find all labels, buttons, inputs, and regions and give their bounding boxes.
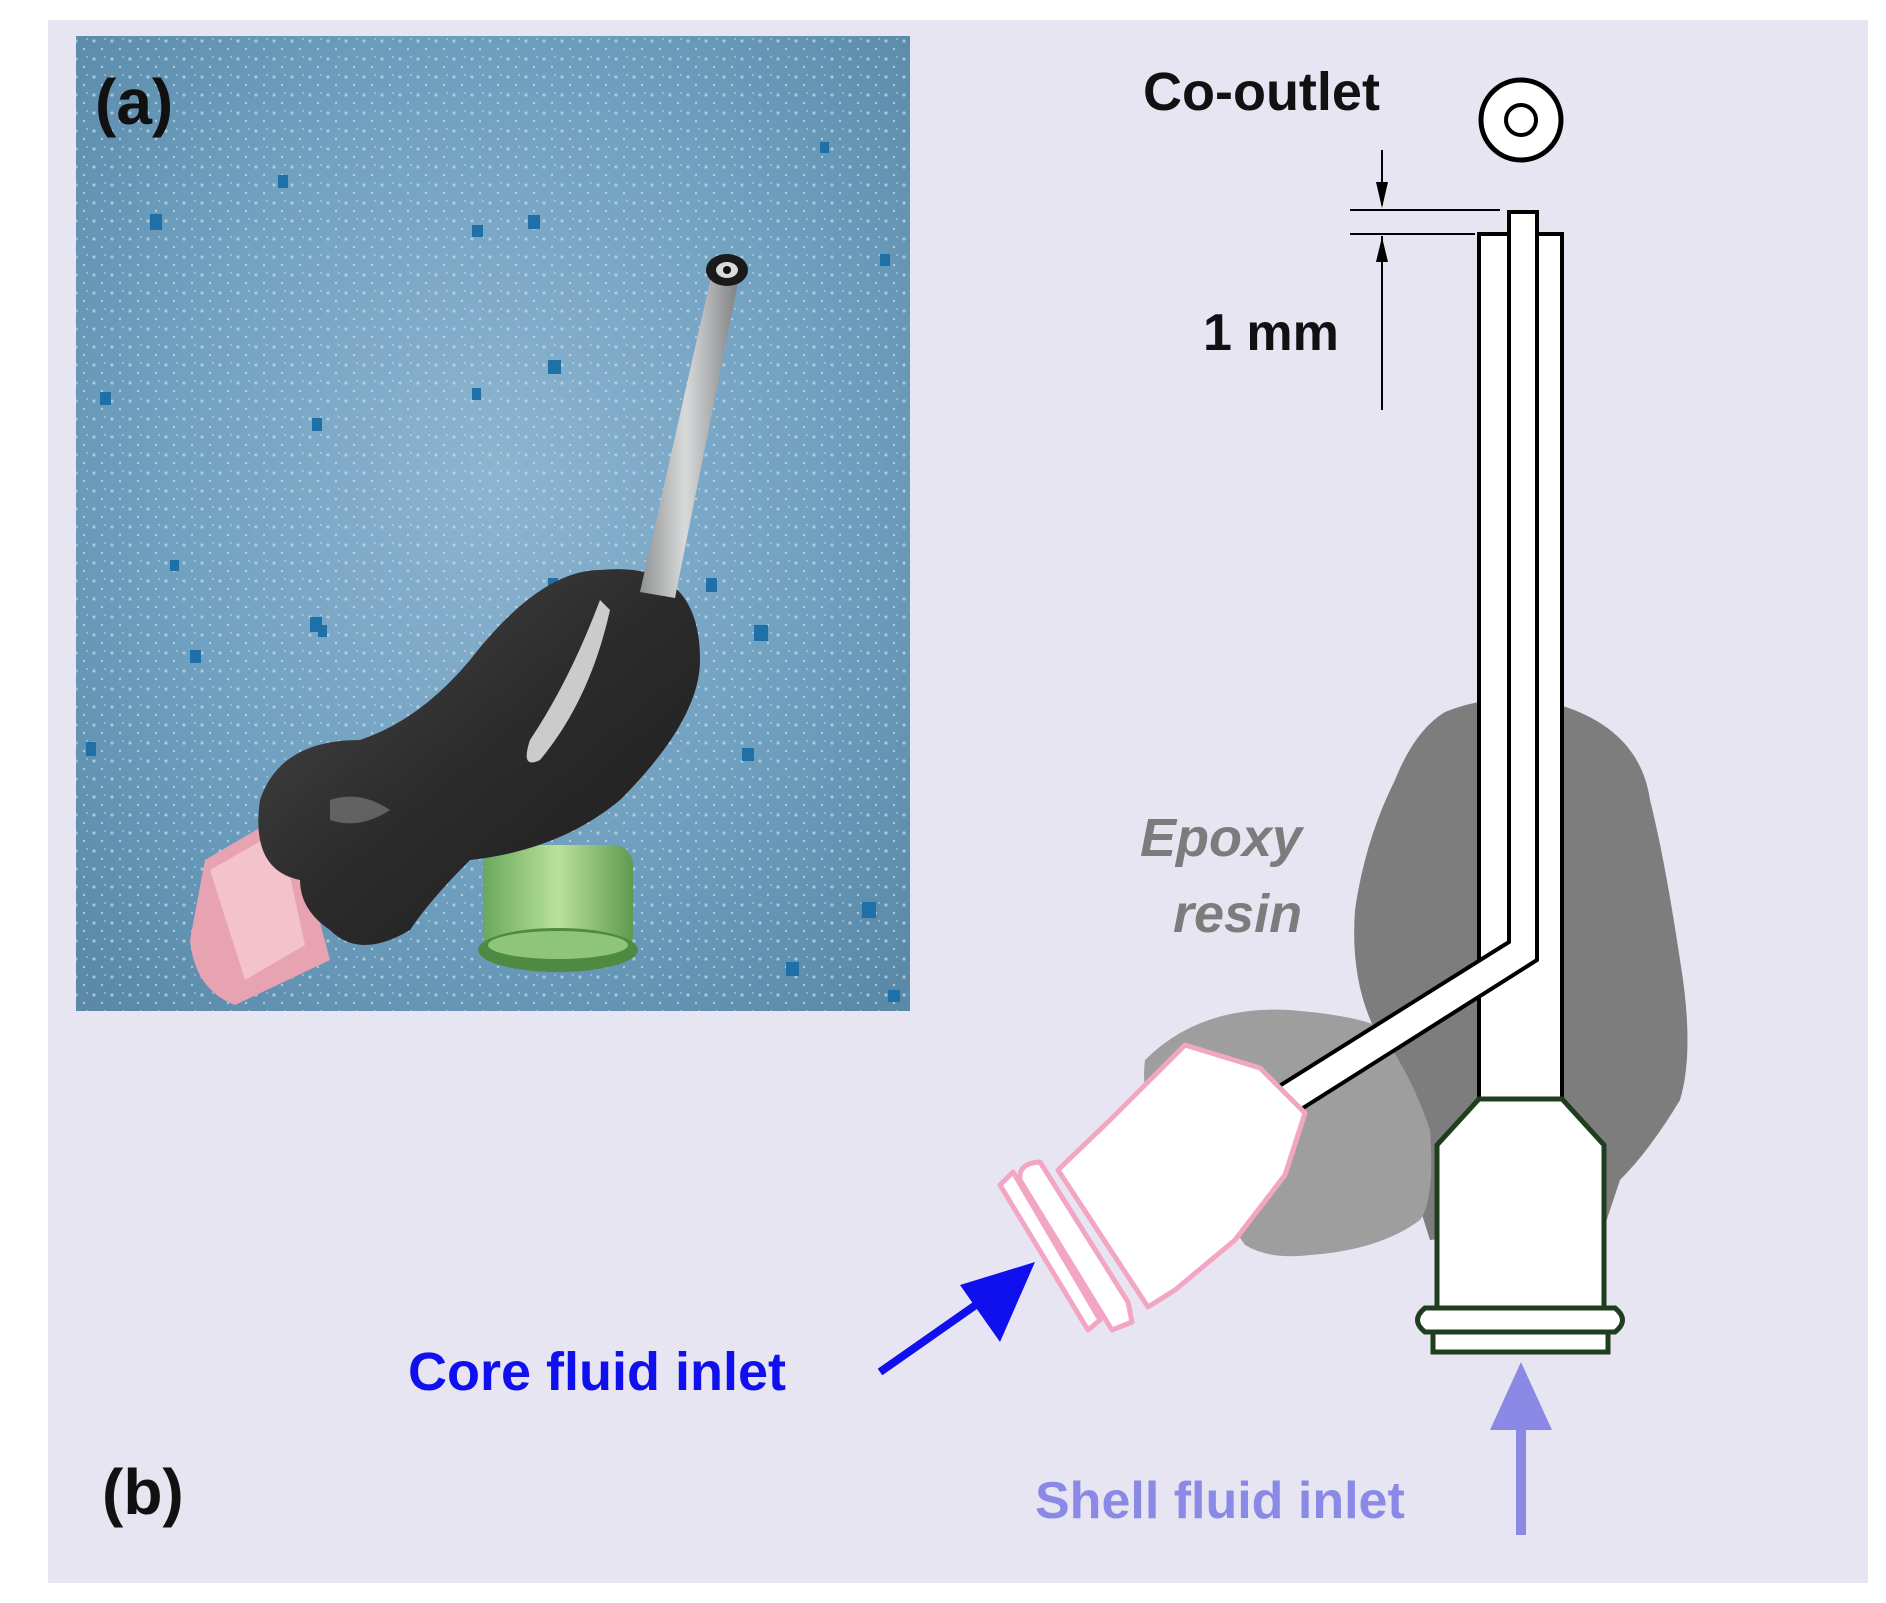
dimension-label: 1 mm [1203, 304, 1339, 362]
co-outlet-end-view [1478, 77, 1564, 163]
shell-hub [1415, 1096, 1625, 1355]
photo-needle [640, 254, 748, 598]
core-fluid-inlet-label: Core fluid inlet [408, 1342, 786, 1402]
photo-green-hub [478, 845, 638, 972]
panel-b-label: (b) [102, 1456, 184, 1528]
core-hub [997, 1042, 1308, 1333]
epoxy-resin-label: Epoxy resin [1140, 800, 1302, 952]
dimension-marker [1350, 150, 1500, 410]
core-inlet-arrow [877, 1262, 1035, 1376]
photo-panel [76, 36, 910, 1011]
schematic-panel [877, 77, 1688, 1535]
shell-fluid-inlet-label: Shell fluid inlet [1035, 1472, 1405, 1530]
panel-a-label: (a) [95, 66, 174, 138]
shell-inlet-arrow [1490, 1362, 1552, 1535]
photo-epoxy-blob [258, 569, 700, 945]
epoxy-label-line2: resin [1172, 884, 1303, 944]
epoxy-label-line1: Epoxy [1140, 808, 1303, 868]
co-outlet-label: Co-outlet [1143, 62, 1380, 122]
